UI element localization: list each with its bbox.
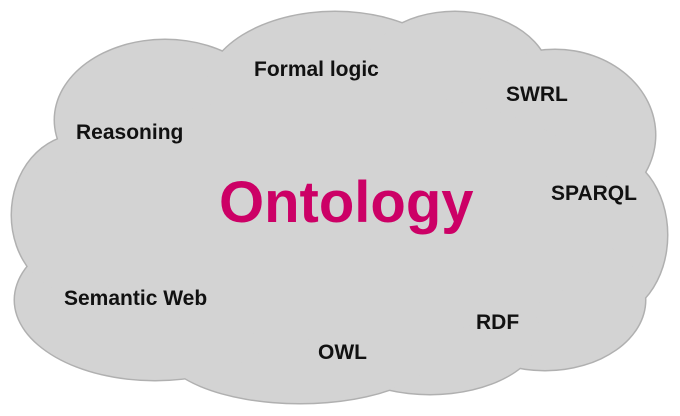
term-swrl: SWRL (506, 83, 568, 106)
term-formal-logic: Formal logic (254, 58, 379, 81)
term-sparql: SPARQL (551, 182, 637, 205)
cloud-lobe (60, 90, 620, 340)
term-rdf: RDF (476, 311, 520, 334)
term-reasoning: Reasoning (76, 121, 184, 144)
term-owl: OWL (318, 341, 367, 364)
term-semantic-web: Semantic Web (64, 287, 208, 310)
center-term-ontology: Ontology (219, 170, 474, 235)
